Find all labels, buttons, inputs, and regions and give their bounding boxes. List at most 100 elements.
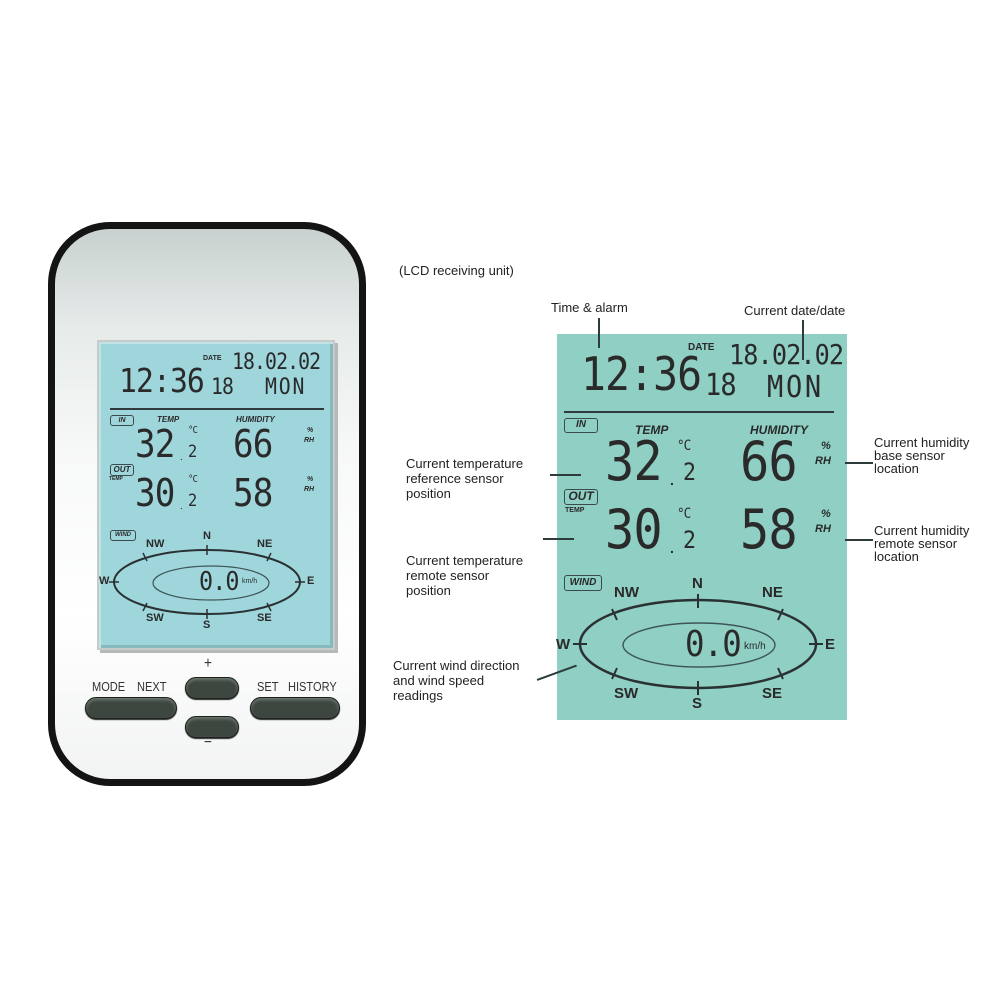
compass-rose-icon [573, 594, 823, 695]
set-label: SET [257, 679, 279, 694]
leader-line-temp-remote [543, 538, 574, 540]
in-tag: IN [110, 415, 134, 426]
annotation-humidity-remote: Current humidity remote sensor location [874, 523, 970, 564]
out-humidity-pct: % [821, 508, 831, 520]
out-temp-sub-label: TEMP [109, 476, 123, 482]
in-humidity-pct: % [821, 440, 831, 452]
annotation-current-date: Current date/date [744, 303, 846, 318]
lcd-detail-diagram: DATE 18.02.02 12:36 18 MON IN TEMP HUMID… [556, 334, 847, 720]
in-temp-dot: . [180, 452, 183, 463]
lcd-divider [564, 411, 834, 413]
mode-label: MODE [92, 679, 126, 694]
annotation-time-alarm: Time & alarm [551, 300, 628, 315]
wind-speed-unit: km/h [744, 641, 766, 652]
out-tag: OUT [564, 489, 598, 505]
leader-line-humidity-base [845, 462, 873, 464]
out-humidity: 58 [740, 498, 798, 561]
out-temp-dot: . [180, 501, 183, 512]
in-humidity-pct: % [307, 427, 314, 434]
out-temp-sub-label: TEMP [565, 507, 585, 514]
annotation-humidity-base: Current humidity base sensor location [874, 435, 970, 476]
out-humidity-rh: RH [304, 486, 315, 493]
date-label: DATE [203, 355, 222, 362]
in-temp-int: 32 [135, 422, 175, 466]
next-label: NEXT [137, 679, 167, 694]
in-temp-unit: °C [677, 438, 691, 454]
compass-nw: NW [146, 538, 165, 550]
in-temp-unit: °C [188, 425, 198, 436]
in-temp-dec: 2 [188, 442, 197, 462]
out-humidity: 58 [233, 471, 273, 515]
in-humidity-rh: RH [304, 437, 315, 444]
device-lcd-screen: DATE 18.02.02 12:36 18 MON IN TEMP HUMID… [97, 340, 335, 650]
annotation-temp-reference: Current temperature reference sensor pos… [406, 456, 524, 501]
date-label: DATE [688, 342, 715, 353]
compass-s: S [692, 695, 703, 712]
seconds-value: 18 [705, 368, 737, 403]
out-temp-int: 30 [605, 498, 663, 561]
humidity-header: HUMIDITY [236, 415, 275, 424]
compass-rose-icon [109, 545, 305, 619]
lcd-divider [110, 408, 324, 410]
wind-tag: WIND [110, 530, 136, 541]
out-temp-dec: 2 [683, 526, 696, 554]
in-humidity: 66 [233, 422, 273, 466]
compass-e: E [307, 575, 315, 587]
wind-speed-value: 0.0 [685, 624, 742, 665]
out-temp-dot: . [670, 540, 674, 556]
humidity-header: HUMIDITY [750, 423, 808, 437]
date-value: 18.02.02 [232, 350, 321, 375]
compass-s: S [203, 619, 211, 631]
annotation-wind: Current wind direction and wind speed re… [393, 658, 520, 703]
plus-label: + [204, 655, 212, 672]
leader-line-date [802, 320, 804, 360]
in-humidity-rh: RH [815, 455, 831, 467]
date-value: 18.02.02 [729, 338, 844, 371]
time-value: 12:36 [581, 347, 702, 401]
mode-next-button[interactable] [85, 697, 177, 719]
wind-tag: WIND [564, 575, 602, 591]
plus-button[interactable] [185, 677, 239, 699]
out-temp-int: 30 [135, 471, 175, 515]
compass-nw: NW [614, 584, 639, 601]
leader-line-humidity-remote [845, 539, 873, 541]
leader-line-time [598, 318, 600, 348]
out-humidity-pct: % [307, 476, 314, 483]
compass-n: N [203, 530, 211, 542]
compass-w: W [99, 575, 110, 587]
in-temp-dot: . [670, 472, 674, 488]
temp-header: TEMP [157, 415, 180, 424]
caption: (LCD receiving unit) [399, 263, 514, 278]
in-humidity: 66 [740, 430, 798, 493]
temp-header: TEMP [635, 423, 669, 437]
set-history-button[interactable] [250, 697, 340, 719]
leader-line-temp-reference [550, 474, 581, 476]
weekday-value: MON [767, 370, 824, 405]
time-value: 12:36 [119, 361, 205, 400]
compass-ne: NE [762, 584, 783, 601]
compass-sw: SW [614, 685, 639, 702]
seconds-value: 18 [211, 375, 234, 400]
compass-w: W [556, 636, 571, 653]
out-humidity-rh: RH [815, 523, 831, 535]
weekday-value: MON [265, 375, 307, 400]
out-temp-unit: °C [188, 474, 198, 485]
in-tag: IN [564, 418, 598, 433]
compass-se: SE [257, 612, 272, 624]
wind-speed-unit: km/h [242, 578, 258, 585]
compass-ne: NE [257, 538, 273, 550]
history-label: HISTORY [288, 679, 337, 694]
compass-n: N [692, 575, 703, 592]
out-tag: OUT [110, 464, 134, 476]
out-temp-unit: °C [677, 506, 691, 522]
minus-button[interactable] [185, 716, 239, 738]
compass-sw: SW [146, 612, 164, 624]
minus-label: − [204, 734, 212, 751]
wind-speed-value: 0.0 [199, 567, 239, 597]
out-temp-dec: 2 [188, 491, 197, 511]
in-temp-dec: 2 [683, 458, 696, 486]
annotation-temp-remote: Current temperature remote sensor positi… [406, 553, 524, 598]
compass-se: SE [762, 685, 783, 702]
in-temp-int: 32 [605, 430, 663, 493]
compass-e: E [825, 636, 836, 653]
